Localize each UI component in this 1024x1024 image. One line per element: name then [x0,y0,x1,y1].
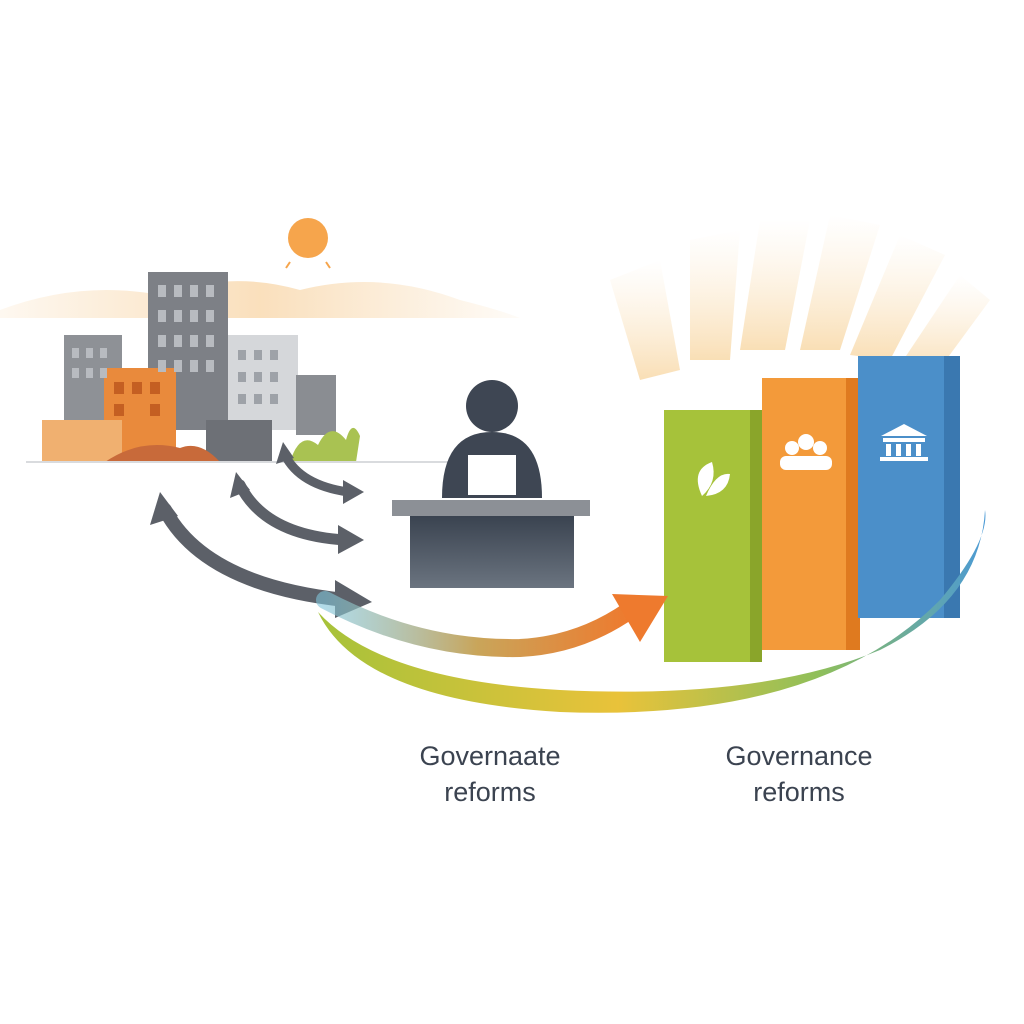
progress-arrow [316,591,639,658]
city-skyline [0,218,520,463]
input-arrows [150,442,372,618]
pillar-blue-side [944,356,960,618]
hill [105,445,220,462]
caption-right: Governance reforms [669,738,929,810]
sunburst [610,215,990,380]
curved-arrow [280,450,353,497]
caption-right-line2: reforms [753,777,845,807]
arrowhead [150,492,178,525]
caption-left: Governaate reforms [360,738,620,810]
building [42,420,122,462]
arrowhead [230,472,250,498]
arrowhead [338,525,364,554]
bush [290,427,360,462]
official-at-desk [392,380,590,588]
building [206,420,272,462]
arrowhead [343,480,364,504]
desk-body [410,516,574,588]
city-haze [0,281,520,318]
progress-arrowhead [612,594,668,642]
reform-pillars [664,356,960,662]
building-windows [114,382,160,416]
caption-right-line1: Governance [725,741,873,771]
sun-ray [285,261,291,269]
building-windows [72,285,214,378]
desk-top [392,500,590,516]
building [228,335,298,430]
people-group-icon [780,434,832,470]
building [296,375,336,435]
pillar-green-side [750,410,762,662]
curved-arrow [234,479,351,546]
caption-left-line2: reforms [444,777,536,807]
pillar-green [664,410,762,662]
curved-arrow [158,503,352,607]
person-head-icon [466,380,518,432]
leaf-icon [697,462,730,496]
pillar-orange-side [846,378,860,650]
sun-ray [325,261,331,269]
pillar-blue [858,356,960,618]
laptop-icon [468,455,516,495]
arrowhead [276,442,294,464]
pillar-orange [762,378,860,650]
sun-icon [288,218,328,258]
government-building-icon [880,424,928,461]
building-windows [238,350,278,404]
caption-left-line1: Governaate [419,741,561,771]
